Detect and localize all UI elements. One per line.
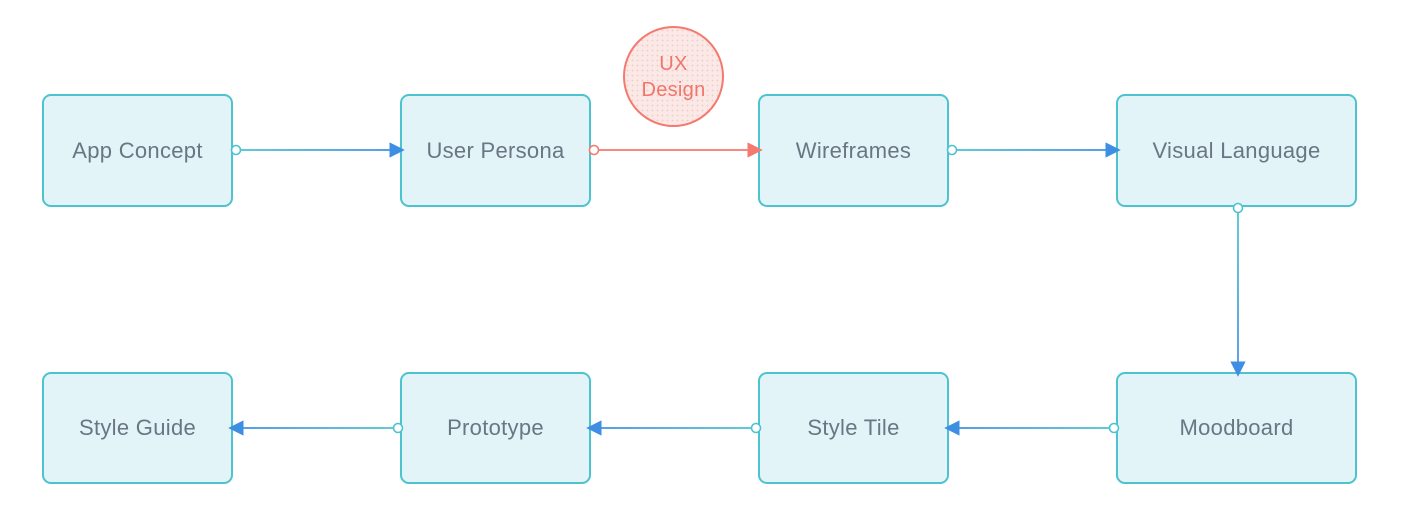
node-style-tile-label: Style Tile bbox=[807, 415, 900, 440]
node-user-persona-label: User Persona bbox=[426, 137, 565, 163]
node-ux-design[interactable]: UX Design bbox=[623, 26, 724, 127]
node-moodboard[interactable]: Moodboard bbox=[1116, 372, 1357, 484]
edge-prototype-to-style-guide[interactable] bbox=[228, 420, 404, 436]
edge-style-tile-to-prototype[interactable] bbox=[586, 420, 762, 436]
node-user-persona[interactable]: User Persona bbox=[400, 94, 591, 207]
edge-moodboard-to-style-tile[interactable] bbox=[944, 420, 1120, 436]
node-style-guide-label: Style Guide bbox=[78, 415, 197, 440]
node-app-concept-label: App Concept bbox=[72, 137, 203, 163]
node-prototype[interactable]: Prototype bbox=[400, 372, 591, 484]
node-ux-design-label: UX Design bbox=[641, 52, 706, 101]
edge-visual-language-to-moodboard[interactable] bbox=[1230, 202, 1246, 377]
edge-user-persona-to-wireframes[interactable] bbox=[588, 142, 763, 158]
node-wireframes-label: Wireframes bbox=[795, 137, 912, 163]
node-wireframes[interactable]: Wireframes bbox=[758, 94, 949, 207]
node-style-guide[interactable]: Style Guide bbox=[42, 372, 233, 484]
edge-wireframes-to-visual-language[interactable] bbox=[946, 142, 1121, 158]
node-app-concept[interactable]: App Concept bbox=[42, 94, 233, 207]
node-visual-language-label: Visual Language bbox=[1152, 137, 1321, 163]
node-moodboard-label: Moodboard bbox=[1179, 415, 1294, 440]
node-style-tile[interactable]: Style Tile bbox=[758, 372, 949, 484]
node-prototype-label: Prototype bbox=[447, 415, 544, 440]
edge-app-concept-to-user-persona[interactable] bbox=[230, 142, 405, 158]
